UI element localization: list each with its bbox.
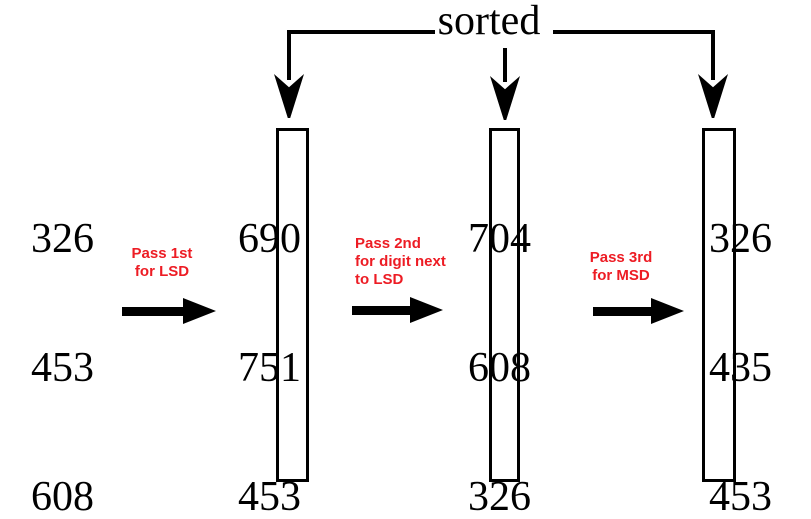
- number: 453: [709, 474, 772, 519]
- pass-label-line: Pass 3rd: [589, 249, 653, 266]
- pass-2-label: Pass 2nd for digit next to LSD: [355, 235, 465, 289]
- number: 608: [31, 474, 94, 519]
- pass-label-line: for digit next: [355, 253, 446, 270]
- number: 453: [31, 345, 94, 391]
- pass-3-label: Pass 3rd for MSD: [583, 249, 659, 285]
- pass-2-arrow-line: [352, 306, 412, 315]
- number: 704: [468, 216, 531, 262]
- msd-digit-box: [702, 128, 736, 482]
- down-arrowhead-icon-3: [698, 74, 728, 118]
- pass-3-arrow-line: [593, 307, 653, 316]
- pass-label-line: Pass 1st: [131, 245, 193, 262]
- middle-digit-box: [489, 128, 520, 482]
- number: 690: [238, 216, 301, 262]
- column-after-pass-2: 704 608 326 835 435 751 453 690: [468, 132, 531, 519]
- connector-line-left: [287, 30, 435, 34]
- down-arrow-stem-2: [503, 48, 507, 82]
- number: 608: [468, 345, 531, 391]
- pass-1-arrowhead-icon: [183, 298, 216, 324]
- number: 435: [709, 345, 772, 391]
- pass-1-arrow-line: [122, 307, 185, 316]
- down-arrowhead-icon-1: [274, 74, 304, 118]
- pass-1-label: Pass 1st for LSD: [118, 245, 206, 281]
- pass-label-line: to LSD: [355, 271, 404, 288]
- column-after-pass-1: 690 751 453 704 835 435 326 608: [238, 132, 301, 519]
- pass-2-arrowhead-icon: [410, 297, 443, 323]
- number: 326: [709, 216, 772, 262]
- column-after-pass-3: 326 435 453 608 690 704 751 835: [709, 132, 772, 519]
- down-arrow-stem-1: [287, 30, 291, 80]
- pass-label-line: for LSD: [134, 263, 190, 280]
- pass-label-line: for MSD: [592, 267, 650, 284]
- pass-label-line: Pass 2nd: [355, 235, 421, 252]
- lsd-digit-box: [276, 128, 309, 482]
- number: 751: [238, 345, 301, 391]
- down-arrowhead-icon-2: [490, 76, 520, 120]
- number: 453: [238, 474, 301, 519]
- number: 326: [468, 474, 531, 519]
- number: 326: [31, 216, 94, 262]
- down-arrow-stem-3: [711, 30, 715, 80]
- connector-line-right: [553, 30, 715, 34]
- sorted-title: sorted: [437, 0, 541, 44]
- pass-3-arrowhead-icon: [651, 298, 684, 324]
- column-input-unsorted: 326 453 608 835 751 435 704 690: [31, 132, 94, 519]
